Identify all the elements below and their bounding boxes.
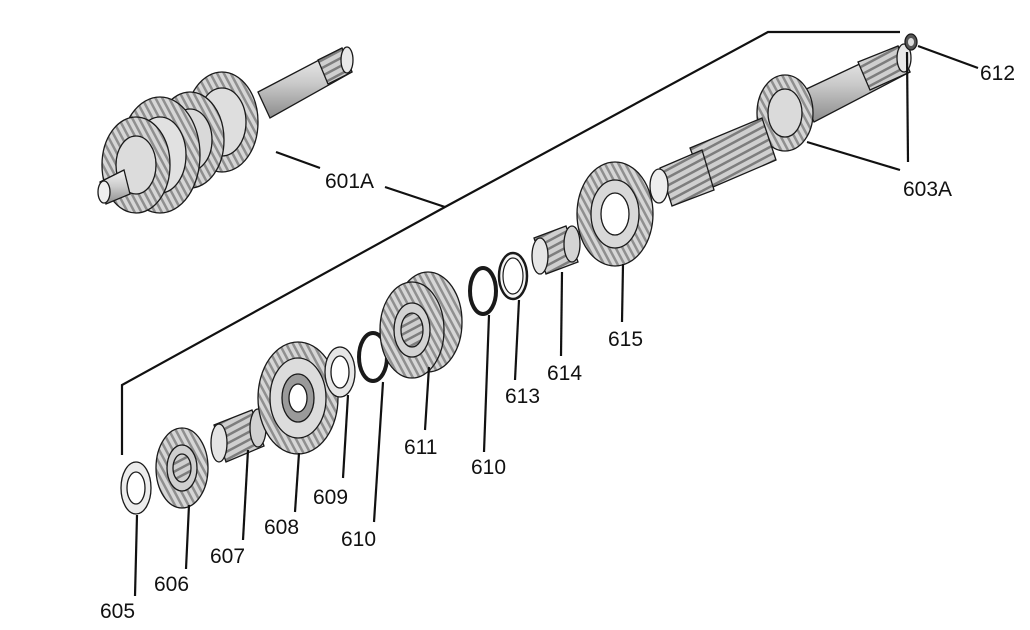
splined-washer-609 (324, 346, 356, 398)
countershaft-assembly-601a (97, 46, 354, 214)
nut-612 (904, 33, 918, 51)
leader-lines (120, 30, 979, 597)
washer-613 (497, 251, 529, 301)
washer-605 (120, 461, 152, 515)
gear-608 (257, 341, 339, 455)
callout-611: 611 (404, 436, 437, 459)
gear-611 (379, 271, 463, 379)
gear-606 (155, 427, 209, 509)
gear-615 (576, 161, 654, 267)
callout-612: 612 (980, 62, 1015, 85)
callout-606: 606 (154, 573, 189, 596)
callout-610-right: 610 (471, 456, 506, 479)
callout-609: 609 (313, 486, 348, 509)
needle-bearing-607 (210, 408, 267, 463)
callout-607: 607 (210, 545, 245, 568)
callout-614: 614 (547, 362, 582, 385)
callout-608: 608 (264, 516, 299, 539)
callout-603a: 603A (903, 178, 952, 201)
callout-615: 615 (608, 328, 643, 351)
callout-601a: 601A (325, 170, 374, 193)
callout-labels: 601A 603A 605 606 607 608 609 610 610 61… (100, 62, 1015, 623)
main-shaft-603a (649, 43, 912, 207)
callout-610-left: 610 (341, 528, 376, 551)
snap-ring-610-right (468, 266, 498, 316)
callout-605: 605 (100, 600, 135, 623)
needle-bearing-614 (531, 225, 581, 275)
callout-613: 613 (505, 385, 540, 408)
